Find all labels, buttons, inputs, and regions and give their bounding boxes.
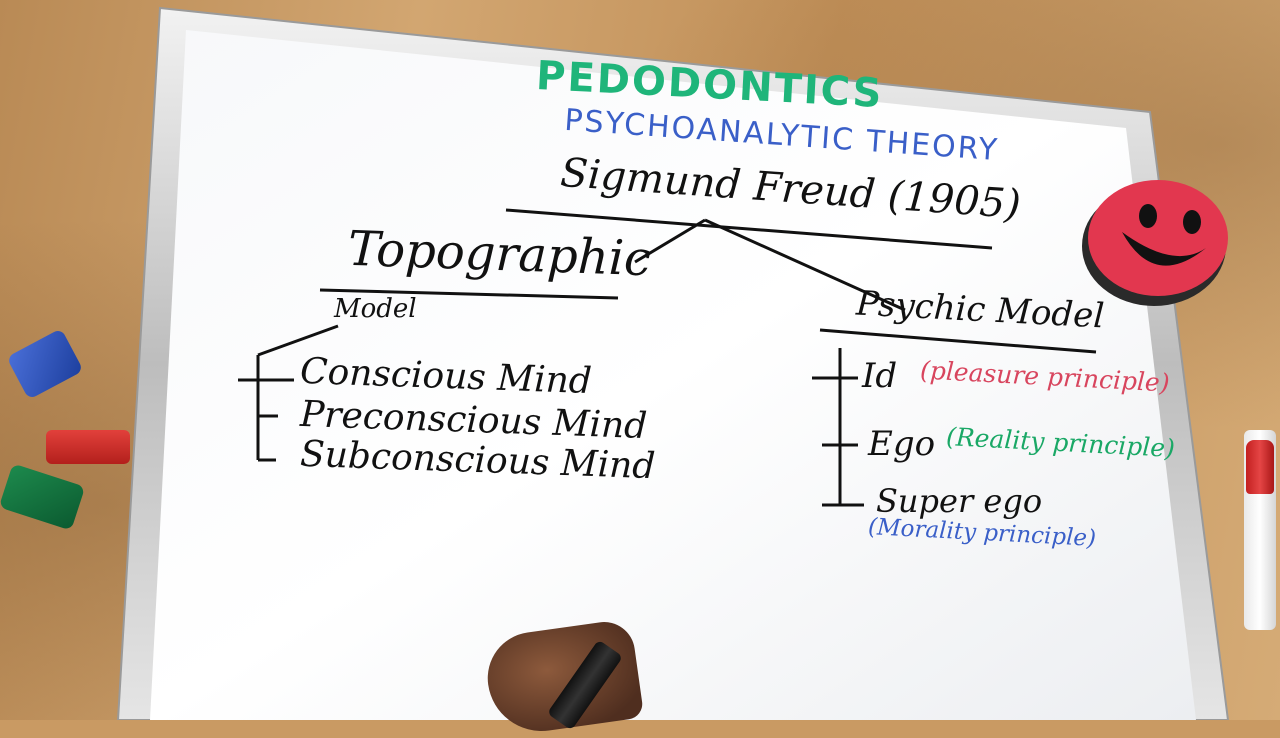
red-marker-cap-right-icon bbox=[1246, 440, 1274, 494]
psychic-item-id: Id bbox=[862, 356, 898, 396]
psychic-item-ego: Ego bbox=[868, 424, 936, 464]
red-marker-cap-icon bbox=[46, 430, 130, 464]
whiteboard bbox=[116, 6, 1230, 720]
diagram-lines bbox=[238, 208, 1097, 507]
topographic-subheading: Model bbox=[334, 294, 417, 324]
topographic-heading: Topographic bbox=[347, 220, 652, 288]
smiley-eraser-icon bbox=[1082, 180, 1228, 306]
psychic-item-superego: Super ego bbox=[876, 482, 1043, 520]
